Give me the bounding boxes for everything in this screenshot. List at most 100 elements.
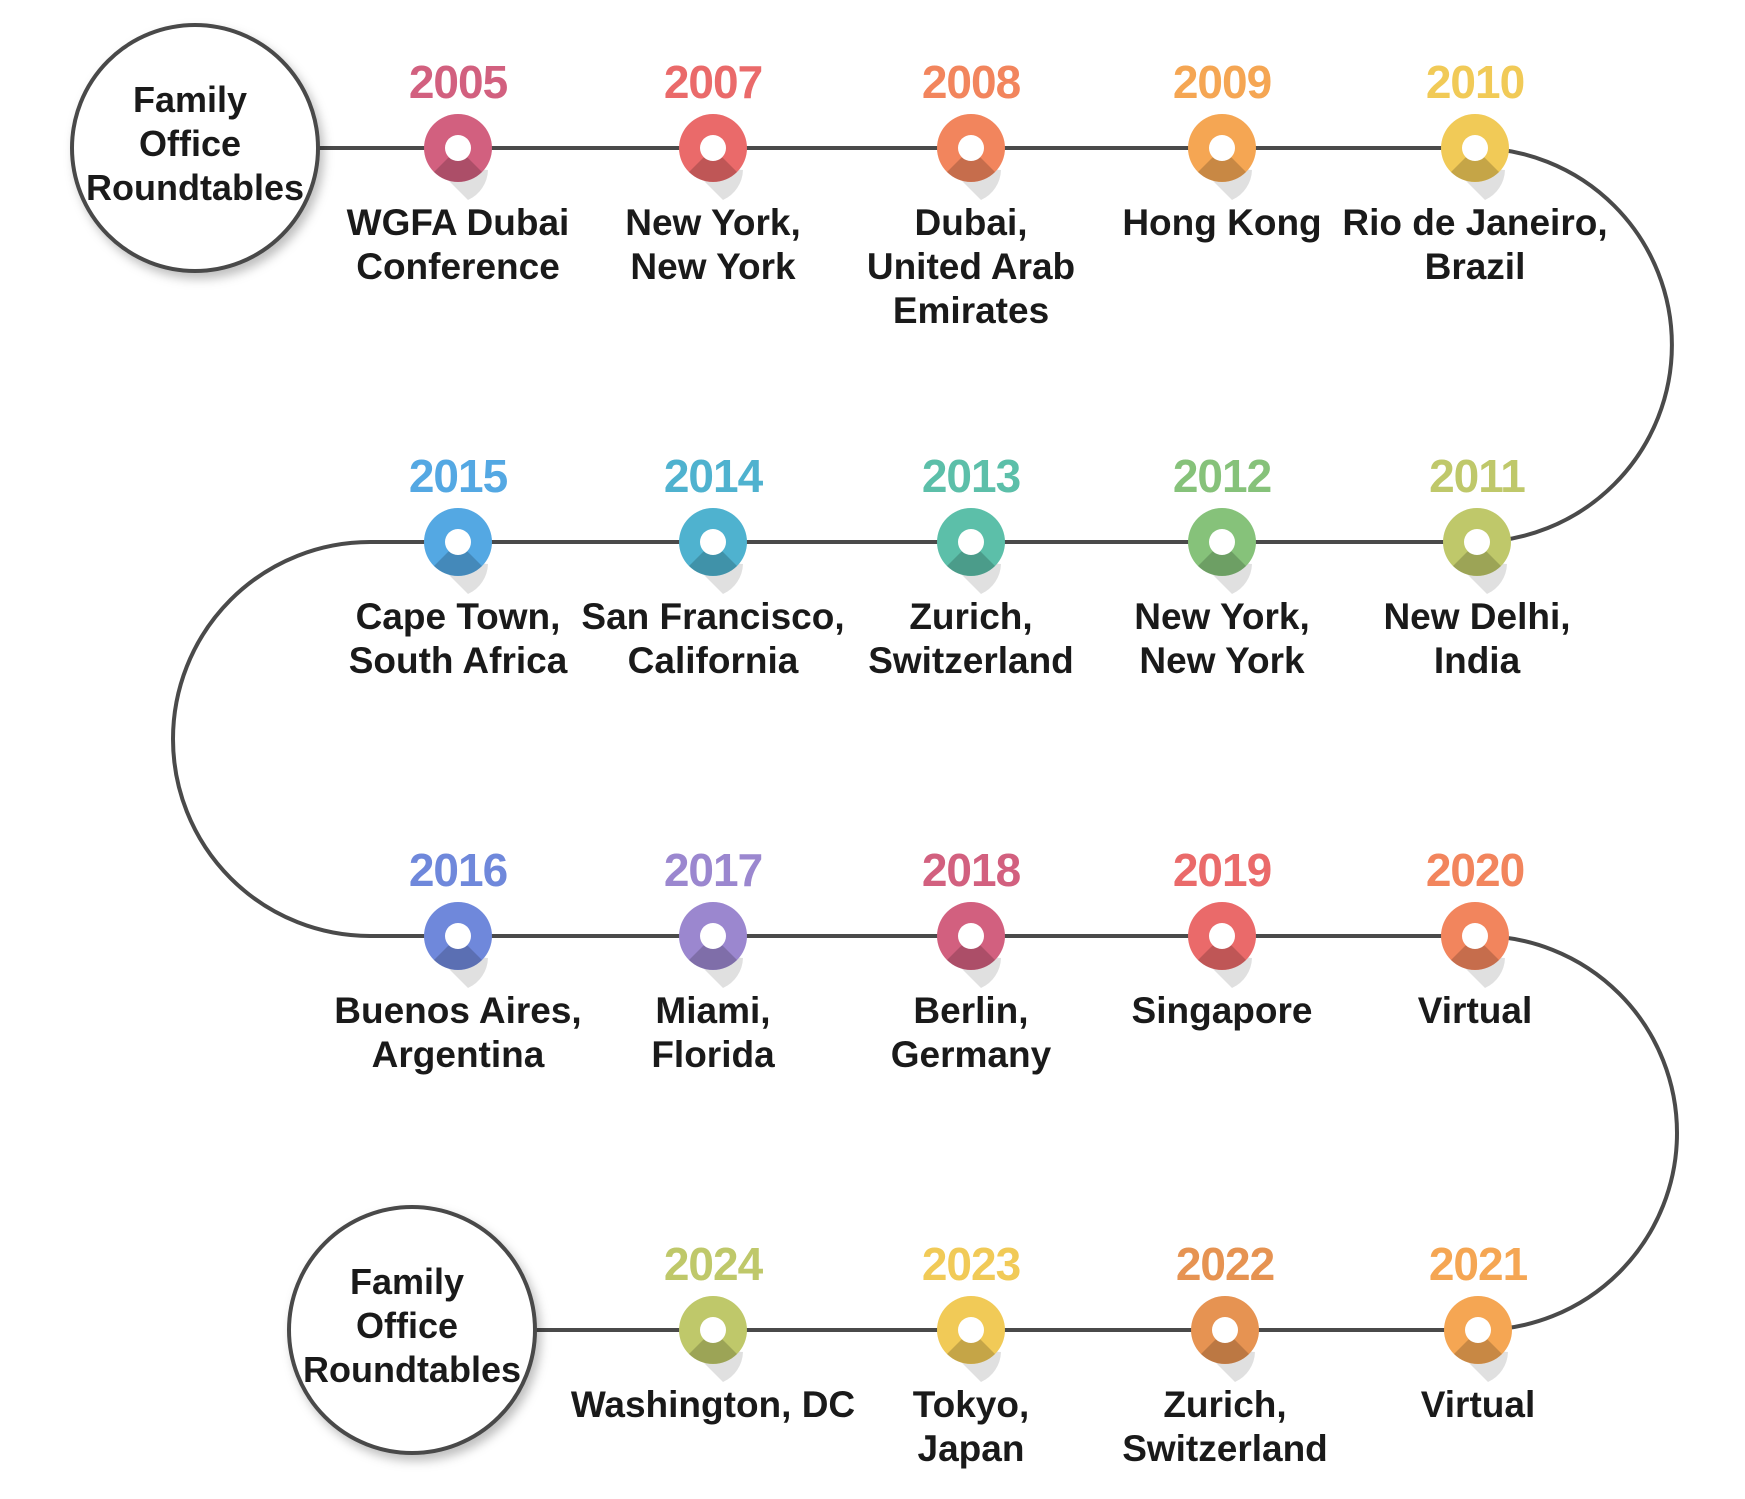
timeline-node-center <box>700 529 726 555</box>
event-year: 2019 <box>1173 844 1271 896</box>
event-year: 2010 <box>1426 56 1524 108</box>
event-place-line: United Arab <box>867 246 1075 287</box>
event-place-line: Berlin, <box>913 990 1028 1031</box>
event-place: New York,New York <box>1134 596 1309 681</box>
event-place-line: Emirates <box>893 290 1049 331</box>
event-place-line: Singapore <box>1132 990 1313 1031</box>
end-badge-line-3: Roundtables <box>303 1349 521 1390</box>
event-place-line: New Delhi, <box>1383 596 1570 637</box>
event-place-line: Miami, <box>655 990 770 1031</box>
timeline-node-center <box>700 1317 726 1343</box>
event-place: Virtual <box>1418 990 1532 1031</box>
timeline-node-center <box>958 1317 984 1343</box>
event-place: New York,New York <box>625 202 800 287</box>
start-badge-line-1: Family <box>133 79 247 120</box>
event-year: 2007 <box>664 56 762 108</box>
event-place: Zurich,Switzerland <box>1122 1384 1328 1469</box>
event-place-line: New York, <box>625 202 800 243</box>
timeline-node-center <box>1462 135 1488 161</box>
timeline-node-center <box>445 923 471 949</box>
node-shade <box>434 148 482 182</box>
event-place: Virtual <box>1421 1384 1535 1425</box>
event-place-line: Japan <box>918 1428 1025 1469</box>
timeline-node-center <box>700 135 726 161</box>
event-place-line: Switzerland <box>868 640 1074 681</box>
event-place: Cape Town,South Africa <box>349 596 568 681</box>
event-place: Rio de Janeiro,Brazil <box>1342 202 1607 287</box>
start-badge <box>70 23 320 273</box>
end-badge-line-1: Family <box>350 1261 464 1302</box>
timeline-node-center <box>1209 135 1235 161</box>
end-badge-line-2: Office <box>356 1305 458 1346</box>
event-year: 2005 <box>409 56 508 108</box>
event-place-line: New York <box>630 246 796 287</box>
timeline-node-center <box>1212 1317 1238 1343</box>
event-place: Tokyo,Japan <box>913 1384 1030 1469</box>
node-shade <box>689 936 737 970</box>
event-place: Washington, DC <box>571 1384 855 1425</box>
event-year: 2022 <box>1176 1238 1274 1290</box>
event-place-line: Brazil <box>1425 246 1526 287</box>
timeline-node-center <box>1462 923 1488 949</box>
event-place-line: Florida <box>651 1034 775 1075</box>
event-place-line: Conference <box>356 246 560 287</box>
node-shade <box>689 148 737 182</box>
event-place-line: Hong Kong <box>1122 202 1321 243</box>
node-shade <box>1198 936 1246 970</box>
event-place-line: Rio de Janeiro, <box>1342 202 1607 243</box>
end-badge-label: Family Office Roundtables <box>303 1261 521 1390</box>
start-badge-line-3: Roundtables <box>86 167 304 208</box>
node-shade <box>1201 1330 1249 1364</box>
event-year: 2015 <box>409 450 508 502</box>
timeline-node-center <box>700 923 726 949</box>
timeline-node-center <box>1464 529 1490 555</box>
event-place-line: India <box>1434 640 1521 681</box>
node-shade <box>947 1330 995 1364</box>
timeline-node-center <box>1465 1317 1491 1343</box>
node-shade <box>1198 542 1246 576</box>
timeline-node-center <box>1209 923 1235 949</box>
event-place: Berlin,Germany <box>891 990 1052 1075</box>
event-place: Hong Kong <box>1122 202 1321 243</box>
event-year: 2013 <box>922 450 1020 502</box>
event-year: 2020 <box>1426 844 1524 896</box>
event-place-line: South Africa <box>349 640 568 681</box>
event-year: 2021 <box>1429 1238 1528 1290</box>
event-place-line: Zurich, <box>909 596 1032 637</box>
node-shade <box>1454 1330 1502 1364</box>
event-place-line: Argentina <box>372 1034 545 1075</box>
node-shade <box>1451 936 1499 970</box>
event-place: Zurich,Switzerland <box>868 596 1074 681</box>
node-shade <box>689 542 737 576</box>
event-place: Buenos Aires,Argentina <box>334 990 581 1075</box>
event-year: 2014 <box>664 450 764 502</box>
timeline-node-center <box>958 135 984 161</box>
start-badge-label: Family Office Roundtables <box>86 79 304 208</box>
event-place-line: San Francisco, <box>581 596 844 637</box>
event-year: 2024 <box>664 1238 764 1290</box>
timeline-node-center <box>1209 529 1235 555</box>
node-shade <box>947 148 995 182</box>
event-place-line: Dubai, <box>914 202 1027 243</box>
event-place: New Delhi,India <box>1383 596 1570 681</box>
event-place-line: Germany <box>891 1034 1052 1075</box>
event-place-line: WGFA Dubai <box>347 202 570 243</box>
event-place-line: Virtual <box>1421 1384 1535 1425</box>
event-place: San Francisco,California <box>581 596 844 681</box>
